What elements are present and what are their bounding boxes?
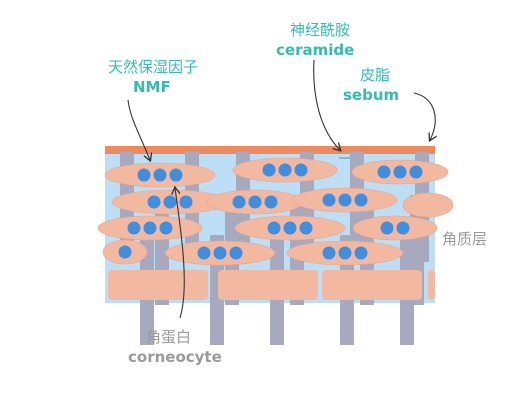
- nmf-dot: [118, 245, 132, 259]
- corneocyte: [352, 215, 438, 241]
- nmf-dot: [264, 195, 278, 209]
- corneocyte: [102, 239, 148, 265]
- sebum-label-en: sebum: [343, 86, 400, 104]
- nmf-label-cn: 天然保湿因子: [108, 58, 199, 76]
- corneocyte-arrow: [175, 188, 185, 319]
- nmf-dot: [169, 168, 183, 182]
- nmf-dot: [294, 163, 308, 177]
- corneocyte: [111, 189, 229, 215]
- nmf-dot: [338, 193, 352, 207]
- corneocyte: [232, 157, 338, 183]
- nmf-dot: [229, 246, 243, 260]
- nmf-dot: [127, 221, 141, 235]
- nmf-dot: [278, 163, 292, 177]
- nmf-label-en: NMF: [133, 78, 171, 96]
- ceramide-label-en: ceramide: [276, 41, 355, 59]
- corneocyte: [351, 159, 449, 185]
- cell-block: [108, 270, 208, 300]
- sebum-label-cn: 皮脂: [360, 66, 391, 84]
- ceramide-mark: [339, 157, 351, 159]
- corneocyte: [402, 192, 454, 218]
- nmf-dot: [147, 195, 161, 209]
- corneocyte: [206, 189, 304, 215]
- corneocyte: [97, 215, 203, 241]
- nmf-dot: [267, 221, 281, 235]
- corneocyte: [292, 187, 398, 213]
- corneocyte: [164, 240, 276, 266]
- nmf-dot: [396, 221, 410, 235]
- sebum-layer: [105, 146, 435, 154]
- nmf-dot: [380, 221, 394, 235]
- corneocyte: [234, 215, 346, 241]
- ceramide-label-cn: 神经酰胺: [290, 21, 351, 39]
- nmf-dot: [262, 163, 276, 177]
- nmf-dot: [137, 168, 151, 182]
- nmf-dot: [393, 165, 407, 179]
- nmf-dot: [248, 195, 262, 209]
- nmf-dot: [143, 221, 157, 235]
- nmf-dot: [354, 193, 368, 207]
- sebum-arrow: [413, 92, 435, 140]
- corneocyte-group: [97, 157, 454, 266]
- nmf-dot: [354, 246, 368, 260]
- nmf-dot: [299, 221, 313, 235]
- nmf-dot: [322, 246, 336, 260]
- stratum-corneum-label: 角质层: [442, 230, 488, 248]
- bottom-cell-row: [108, 270, 435, 300]
- nmf-dot: [179, 195, 193, 209]
- cell-block: [428, 270, 435, 300]
- nmf-dot: [338, 246, 352, 260]
- nmf-dot: [409, 165, 423, 179]
- cell-block: [218, 270, 318, 300]
- nmf-arrow: [127, 99, 150, 160]
- nmf-dot: [153, 168, 167, 182]
- nmf-dot: [159, 221, 173, 235]
- corneocyte-label-cn: 角蛋白: [146, 328, 192, 346]
- nmf-dot: [232, 195, 246, 209]
- corneocyte: [286, 240, 404, 266]
- nmf-dot: [322, 193, 336, 207]
- ceramide-arrow: [313, 59, 340, 150]
- nmf-dot: [163, 195, 177, 209]
- cell-block: [322, 270, 422, 300]
- nmf-dot: [197, 246, 211, 260]
- corneocyte-label-en: corneocyte: [128, 348, 222, 366]
- nmf-dot: [377, 165, 391, 179]
- corneocyte: [104, 162, 216, 188]
- nmf-dot: [283, 221, 297, 235]
- nmf-dot: [213, 246, 227, 260]
- corneocyte-body: [402, 192, 454, 218]
- corneocyte-body: [352, 215, 438, 241]
